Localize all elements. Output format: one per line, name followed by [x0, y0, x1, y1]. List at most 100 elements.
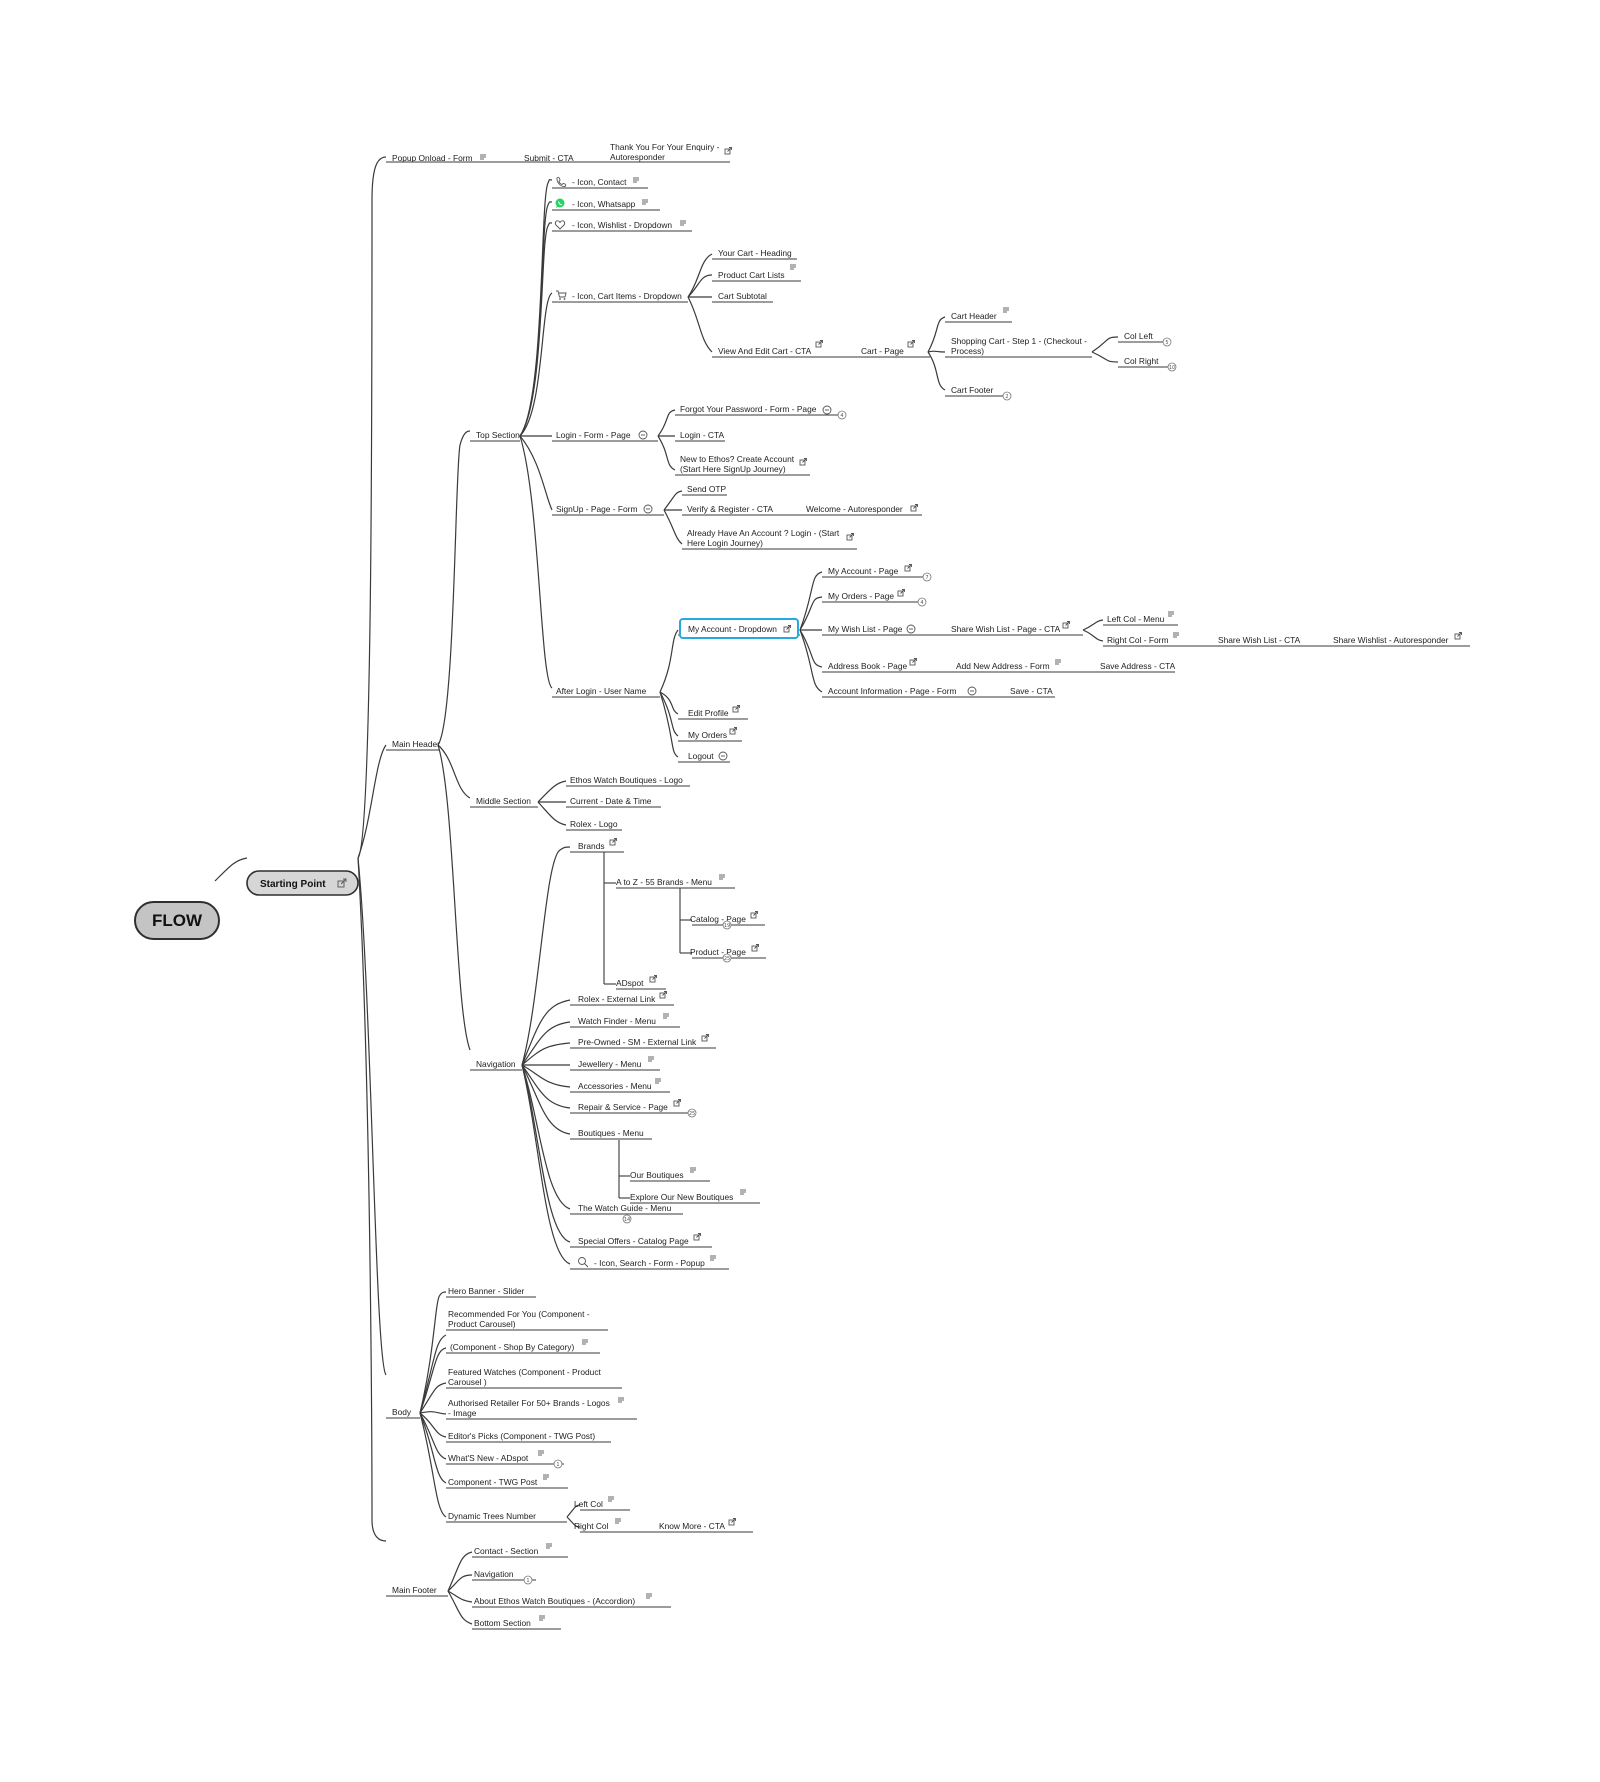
component-twg-post[interactable]: Component - TWG Post: [448, 1477, 538, 1487]
collapse-icon[interactable]: [906, 624, 916, 634]
notes-icon[interactable]: [648, 1056, 654, 1062]
icon-search-popup[interactable]: - Icon, Search - Form - Popup: [594, 1258, 705, 1268]
already-account-line-2[interactable]: Here Login Journey): [687, 538, 763, 548]
rolex-logo[interactable]: Rolex - Logo: [570, 819, 618, 829]
right-col-form[interactable]: Right Col - Form: [1107, 635, 1168, 645]
main-footer[interactable]: Main Footer: [392, 1585, 437, 1595]
save-cta[interactable]: Save - CTA: [1010, 686, 1053, 696]
shopping-cart-line-1[interactable]: Shopping Cart - Step 1 - (Checkout -: [951, 336, 1087, 346]
notes-icon[interactable]: [663, 1013, 669, 1019]
count-badge[interactable]: 14: [622, 1214, 632, 1224]
external-link-icon[interactable]: [909, 658, 917, 666]
after-login-user-name[interactable]: After Login - User Name: [556, 686, 647, 696]
external-link-icon[interactable]: [673, 1099, 681, 1107]
icon-cart-items[interactable]: - Icon, Cart Items - Dropdown: [572, 291, 682, 301]
notes-icon[interactable]: [740, 1189, 746, 1195]
notes-icon[interactable]: [546, 1543, 552, 1549]
count-badge[interactable]: 1: [523, 1575, 533, 1585]
authorised-line-1[interactable]: Authorised Retailer For 50+ Brands - Log…: [448, 1398, 610, 1408]
brands[interactable]: Brands: [578, 841, 605, 851]
special-offers-page[interactable]: Special Offers - Catalog Page: [578, 1236, 689, 1246]
count-badge[interactable]: 1: [553, 1459, 563, 1469]
count-badge[interactable]: 25: [722, 953, 732, 963]
watch-guide-menu[interactable]: The Watch Guide - Menu: [578, 1203, 672, 1213]
save-address-cta[interactable]: Save Address - CTA: [1100, 661, 1176, 671]
jewellery-menu[interactable]: Jewellery - Menu: [578, 1059, 642, 1069]
external-link-icon[interactable]: [728, 1518, 736, 1526]
new-to-ethos-line-1[interactable]: New to Ethos? Create Account: [680, 454, 795, 464]
popup-onload-form[interactable]: Popup Onload - Form: [392, 153, 473, 163]
external-link-icon[interactable]: [904, 564, 912, 572]
shop-by-category[interactable]: (Component - Shop By Category): [450, 1342, 574, 1352]
external-link-icon[interactable]: [337, 878, 347, 888]
about-ethos-accordion[interactable]: About Ethos Watch Boutiques - (Accordion…: [474, 1596, 635, 1606]
product-cart-lists[interactable]: Product Cart Lists: [718, 270, 785, 280]
authorised-line-2[interactable]: - Image: [448, 1408, 477, 1418]
notes-icon[interactable]: [1173, 632, 1179, 638]
login-cta[interactable]: Login - CTA: [680, 430, 724, 440]
notes-icon[interactable]: [615, 1518, 621, 1524]
middle-section[interactable]: Middle Section: [476, 796, 531, 806]
notes-icon[interactable]: [618, 1397, 624, 1403]
welcome-autoresponder[interactable]: Welcome - Autoresponder: [806, 504, 903, 514]
know-more-cta[interactable]: Know More - CTA: [659, 1521, 725, 1531]
external-link-icon[interactable]: [659, 991, 667, 999]
product-page[interactable]: Product - Page: [690, 947, 746, 957]
my-wish-list-page[interactable]: My Wish List - Page: [828, 624, 903, 634]
left-col-menu[interactable]: Left Col - Menu: [1107, 614, 1165, 624]
count-badge[interactable]: 7: [922, 572, 932, 582]
external-link-icon[interactable]: [815, 340, 823, 348]
dynamic-trees-number[interactable]: Dynamic Trees Number: [448, 1511, 536, 1521]
cart-footer[interactable]: Cart Footer: [951, 385, 994, 395]
count-badge[interactable]: 4: [917, 597, 927, 607]
external-link-icon[interactable]: [799, 458, 807, 466]
new-to-ethos-line-2[interactable]: (Start Here SignUp Journey): [680, 464, 786, 474]
thank-you-line-1[interactable]: Thank You For Your Enquiry -: [610, 142, 720, 152]
share-wish-list-cta[interactable]: Share Wish List - CTA: [1218, 635, 1301, 645]
icon-whatsapp[interactable]: - Icon, Whatsapp: [572, 199, 636, 209]
thank-you-line-2[interactable]: Autoresponder: [610, 152, 665, 162]
a-to-z-brands-menu[interactable]: A to Z - 55 Brands - Menu: [616, 877, 712, 887]
external-link-icon[interactable]: [751, 944, 759, 952]
cart-page[interactable]: Cart - Page: [861, 346, 904, 356]
external-link-icon[interactable]: [732, 705, 740, 713]
explore-new-boutiques[interactable]: Explore Our New Boutiques: [630, 1192, 733, 1202]
external-link-icon[interactable]: [701, 1034, 709, 1042]
my-orders-page[interactable]: My Orders - Page: [828, 591, 894, 601]
hero-banner-slider[interactable]: Hero Banner - Slider: [448, 1286, 525, 1296]
notes-icon[interactable]: [690, 1167, 696, 1173]
notes-icon[interactable]: [646, 1593, 652, 1599]
catalog-page[interactable]: Catalog - Page: [690, 914, 746, 924]
count-badge[interactable]: 4: [837, 410, 847, 420]
body-right-col[interactable]: Right Col: [574, 1521, 609, 1531]
count-badge[interactable]: 10: [1167, 362, 1177, 372]
contact-section[interactable]: Contact - Section: [474, 1546, 539, 1556]
notes-icon[interactable]: [1168, 611, 1174, 617]
collapse-icon[interactable]: [967, 686, 977, 696]
my-account-dropdown[interactable]: My Account - Dropdown: [688, 624, 777, 634]
count-badge[interactable]: 25: [687, 1108, 697, 1118]
notes-icon[interactable]: [543, 1474, 549, 1480]
edit-profile[interactable]: Edit Profile: [688, 708, 729, 718]
featured-line-2[interactable]: Carousel ): [448, 1377, 487, 1387]
notes-icon[interactable]: [1003, 307, 1009, 313]
editors-picks[interactable]: Editor's Picks (Component - TWG Post): [448, 1431, 595, 1441]
root-node[interactable]: FLOW: [134, 901, 220, 940]
external-link-icon[interactable]: [846, 533, 854, 541]
view-edit-cart-cta[interactable]: View And Edit Cart - CTA: [718, 346, 812, 356]
submit-cta[interactable]: Submit - CTA: [524, 153, 574, 163]
watch-finder-menu[interactable]: Watch Finder - Menu: [578, 1016, 656, 1026]
external-link-icon[interactable]: [729, 727, 737, 735]
notes-icon[interactable]: [642, 199, 648, 205]
count-badge[interactable]: 2: [1002, 391, 1012, 401]
bottom-section[interactable]: Bottom Section: [474, 1618, 531, 1628]
send-otp[interactable]: Send OTP: [687, 484, 727, 494]
col-left[interactable]: Col Left: [1124, 331, 1154, 341]
pre-owned-link[interactable]: Pre-Owned - SM - External Link: [578, 1037, 697, 1047]
notes-icon[interactable]: [680, 220, 686, 226]
rolex-external-link[interactable]: Rolex - External Link: [578, 994, 656, 1004]
repair-service-page[interactable]: Repair & Service - Page: [578, 1102, 668, 1112]
notes-icon[interactable]: [633, 177, 639, 183]
cart-subtotal[interactable]: Cart Subtotal: [718, 291, 767, 301]
external-link-icon[interactable]: [910, 504, 918, 512]
